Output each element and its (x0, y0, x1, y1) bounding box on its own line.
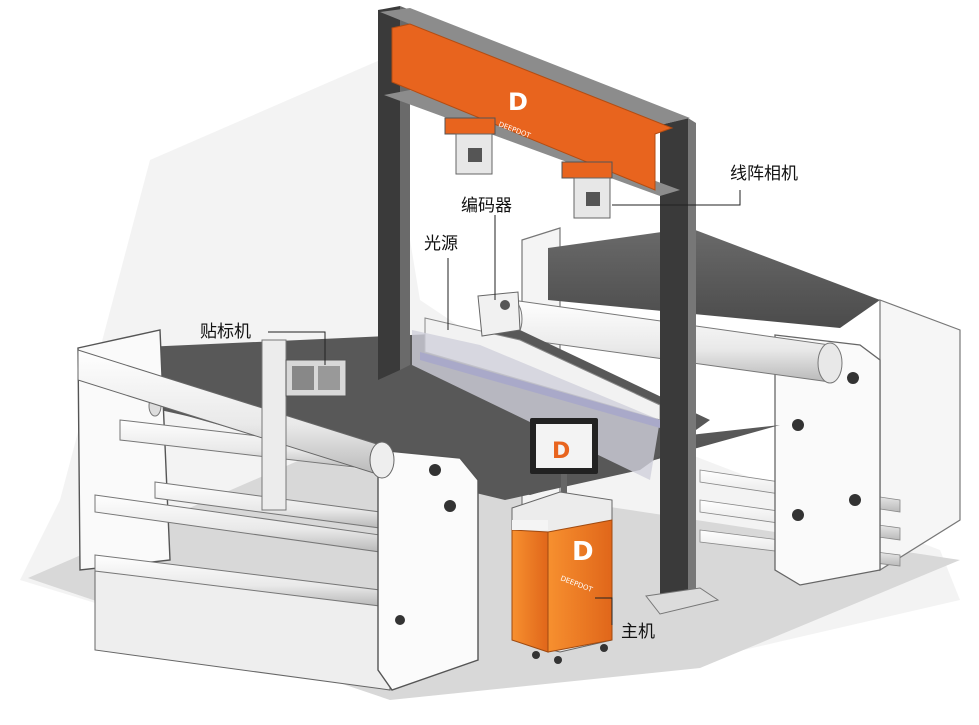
callout-labeler: 贴标机 (200, 322, 251, 342)
logo-monitor: D (552, 439, 570, 464)
callout-camera: 线阵相机 (730, 164, 798, 184)
host-leader (595, 597, 613, 625)
svg-text:D: D (552, 439, 570, 464)
back-frame (521, 227, 961, 586)
front-frame (77, 329, 479, 691)
camera-left (444, 117, 496, 175)
host-cabinet (511, 418, 613, 664)
beam-panel (391, 23, 674, 191)
svg-text:D: D (572, 537, 594, 567)
callout-host: 主机 (621, 622, 655, 642)
callout-encoder: 编码器 (461, 196, 512, 216)
svg-text:D: D (508, 88, 528, 116)
camera-right (561, 161, 613, 219)
callout-light: 光源 (424, 234, 458, 254)
encoder-device (477, 291, 521, 337)
camera-leader (612, 190, 741, 206)
labeler-device (261, 339, 347, 511)
gantry (378, 6, 720, 615)
labeler-leader (268, 331, 326, 365)
